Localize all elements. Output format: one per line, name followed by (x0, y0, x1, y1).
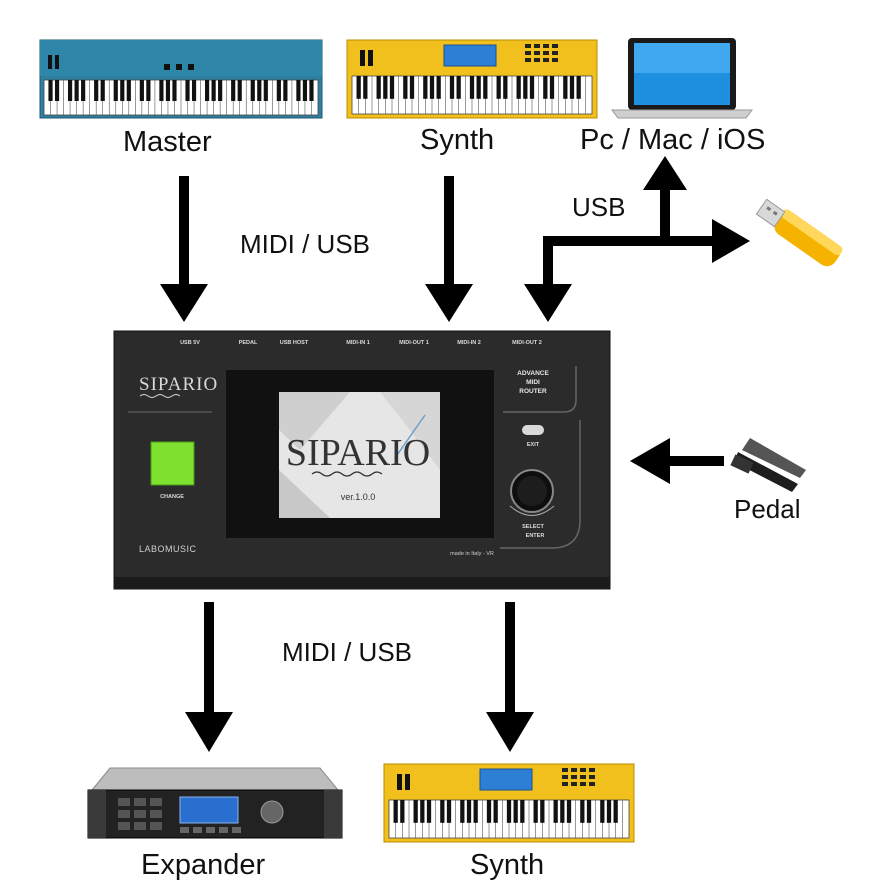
expander-rack (87, 767, 343, 839)
change-button (150, 441, 195, 486)
router-line3: ROUTER (519, 388, 547, 395)
select-label: SELECT (522, 524, 544, 530)
port-label: USB 5V (180, 340, 200, 346)
port-label: MIDI-IN 2 (457, 340, 481, 346)
usb-label: USB (572, 192, 626, 222)
laptop-icon (611, 38, 753, 119)
change-label: CHANGE (160, 494, 184, 500)
expander-label: Expander (141, 849, 266, 881)
made-in-label: made in Italy - VR (450, 551, 494, 557)
device-brand: SIPARIO (139, 374, 218, 395)
router-line2: MIDI (526, 379, 540, 386)
port-label: USB HOST (280, 340, 309, 346)
midi-usb-bottom-label: MIDI / USB (282, 637, 413, 667)
router-line1: ADVANCE (517, 370, 549, 377)
screen-logo: SIPARIO (286, 432, 430, 474)
computer-label: Pc / Mac / iOS (580, 124, 766, 156)
usb-stick-icon (755, 198, 843, 267)
port-label: MIDI-IN 1 (346, 340, 370, 346)
pedal-icon (730, 438, 806, 492)
port-label: PEDAL (239, 340, 258, 346)
master-label: Master (123, 126, 212, 158)
sipario-device: USB 5V PEDAL USB HOST MIDI-IN 1 MIDI-OUT… (113, 330, 611, 590)
port-label: MIDI-OUT 2 (512, 340, 542, 346)
enter-label: ENTER (526, 533, 545, 539)
synth-bottom-label: Synth (470, 849, 545, 881)
exit-button (522, 425, 544, 435)
pedal-label: Pedal (734, 494, 801, 524)
connection-arrows (160, 156, 750, 752)
maker-logo: LABOMUSIC (139, 544, 197, 554)
exit-label: EXIT (527, 442, 540, 448)
version-label: ver.1.0.0 (341, 492, 376, 502)
port-label: MIDI-OUT 1 (399, 340, 429, 346)
synth-top-label: Synth (420, 124, 495, 156)
midi-usb-top-label: MIDI / USB (240, 229, 371, 259)
